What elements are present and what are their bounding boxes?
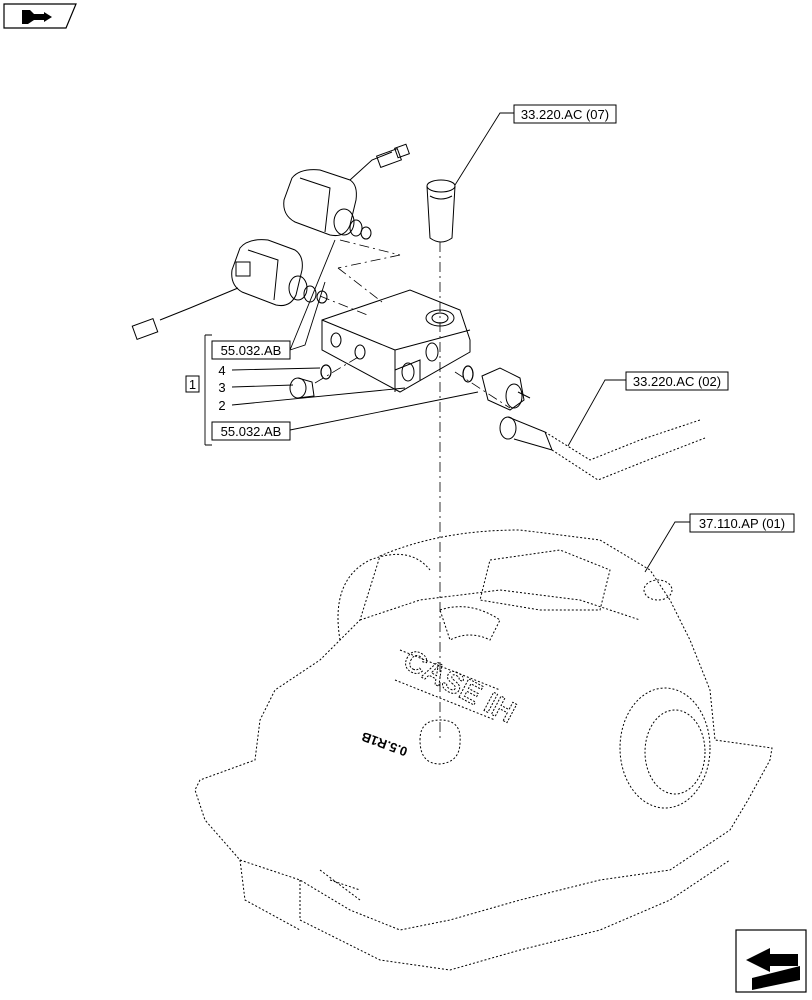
leader-lines (204, 112, 690, 573)
solenoid-valve-upper (283, 143, 410, 240)
next-page-arrow-icon[interactable] (735, 929, 807, 993)
center-lines (314, 239, 511, 740)
ref-callout-solenoid[interactable]: 55.032.AB (211, 340, 291, 360)
transmission-housing (194, 529, 773, 971)
svg-text:37.110.AP (01): 37.110.AP (01) (699, 516, 785, 531)
ref-callout-pipe[interactable]: 33.220.AC (02) (625, 371, 729, 391)
o-ring-4 (320, 364, 332, 380)
svg-text:55.032.AB: 55.032.AB (221, 424, 282, 439)
item-number-2: 2 (218, 398, 225, 413)
pressure-sensor (481, 367, 531, 411)
solenoid-valve-lower (131, 239, 328, 340)
plug-3 (289, 377, 315, 399)
svg-text:55.032.AB: 55.032.AB (221, 343, 282, 358)
pin-part (426, 179, 456, 243)
svg-text:1: 1 (189, 377, 196, 392)
item-number-4: 4 (218, 363, 225, 378)
housing-brand-stamp: CASE IH (398, 643, 521, 729)
ref-callout-housing[interactable]: 37.110.AP (01) (689, 513, 795, 533)
valve-manifold-block (321, 289, 471, 393)
svg-text:33.220.AC (07): 33.220.AC (07) (521, 107, 609, 122)
item-number-3: 3 (218, 380, 225, 395)
housing-code-stamp: 0.5.R1B (359, 729, 409, 759)
kit-label-box[interactable]: 1 (185, 375, 200, 393)
ref-callout-pin[interactable]: 33.220.AC (07) (513, 104, 617, 124)
pipe-assembly (499, 416, 706, 481)
book-arrow-icon[interactable] (3, 3, 77, 29)
o-ring-right (462, 365, 474, 383)
ref-callout-sensor[interactable]: 55.032.AB (211, 421, 291, 441)
svg-text:33.220.AC (02): 33.220.AC (02) (633, 374, 721, 389)
